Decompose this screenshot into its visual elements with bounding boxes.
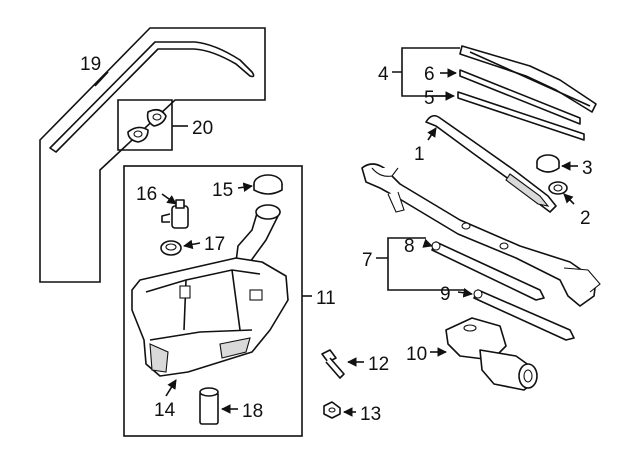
hose-panel-outline [39,27,266,283]
pivot-nut-2 [548,181,575,205]
pivot-cap-3 [536,154,578,173]
hose-group-19 [39,27,266,283]
callout-3: 3 [582,158,593,179]
callout-19: 19 [80,54,101,75]
callout-16: 16 [136,184,157,205]
linkage-group [361,163,601,341]
callout-15: 15 [212,180,233,201]
washer-hose-main [49,41,255,153]
wiper-arm-group [425,114,578,213]
callout-8: 8 [404,236,415,257]
callout-20: 20 [192,118,213,139]
wiper-motor-10 [430,317,538,391]
callout-14: 14 [154,400,176,421]
callout-17: 17 [204,234,225,255]
blade-insert-5 [457,91,585,141]
callout-5: 5 [424,88,435,109]
mounting-bolt-12 [321,349,364,379]
callout-1: 1 [414,144,425,165]
wiper-linkage-7 [361,163,597,307]
reservoir-cap-15 [237,174,283,195]
callout-13: 13 [360,404,381,425]
callout-12: 12 [368,354,389,375]
callout-11: 11 [316,288,336,309]
callout-6: 6 [424,64,435,85]
callout-10: 10 [406,344,427,365]
reservoir-group-11 [123,165,312,437]
reservoir-filter-18 [199,387,238,425]
blade-refill-6 [459,69,581,125]
callout-18: 18 [242,401,263,422]
callout-9: 9 [440,284,451,305]
washer-pump-16 [161,193,189,229]
callout-2: 2 [580,208,591,229]
clip-box-outline [117,99,173,151]
bracket-7 [376,237,466,291]
washer-reservoir-tank [131,204,289,397]
pump-grommet-17 [160,239,201,256]
clip-group-20 [117,99,188,151]
callout-19-leader [94,71,109,87]
bracket-4 [392,47,460,97]
callout-4: 4 [378,64,389,85]
wiper-blade-group [392,45,597,141]
callout-7: 7 [362,250,373,271]
reservoir-box-outline [123,165,303,437]
mounting-nut-13 [323,401,356,419]
